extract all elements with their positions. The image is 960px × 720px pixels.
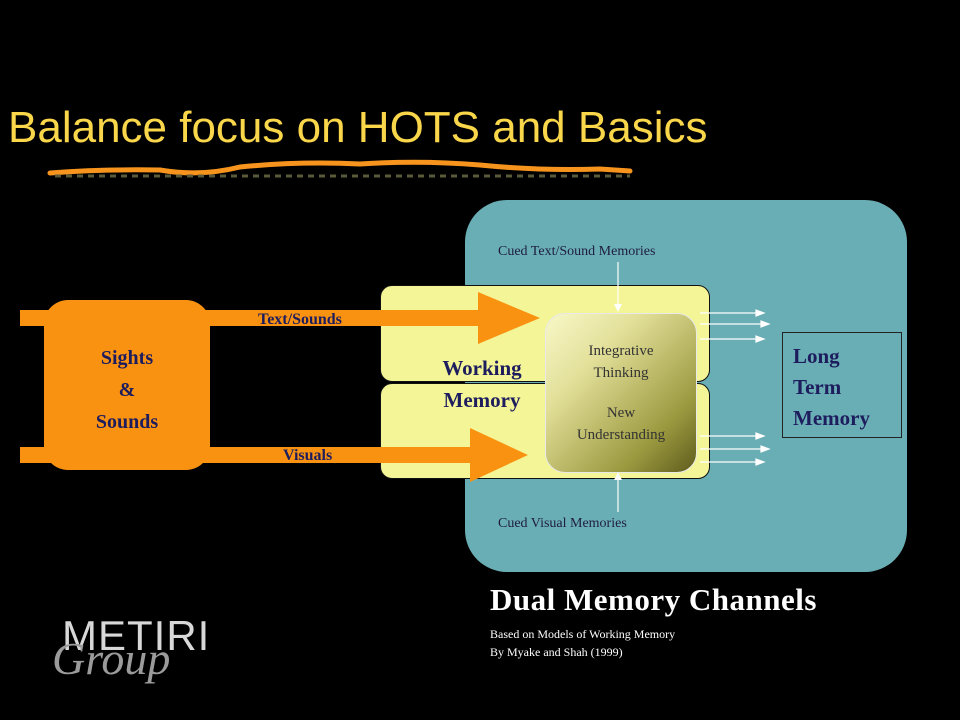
cued-visual-memories-label: Cued Visual Memories [498,516,627,531]
metiri-logo-text: METIRI [62,612,211,659]
sounds-label: Sounds [95,411,159,433]
sights-label: Sights [100,347,154,369]
integrative-thinking-box: Integrative Thinking New Understanding [545,313,697,473]
memory-label: Memory [443,388,521,412]
term-label: Term [793,375,842,399]
text-sounds-arrow [20,292,540,344]
text-sounds-label: Text/Sounds [258,311,342,328]
lower-output-arrows [700,432,771,466]
upper-output-arrows [700,309,771,343]
caption-title: Dual Memory Channels [490,582,817,617]
visuals-arrow [20,428,528,482]
visuals-label: Visuals [283,447,333,464]
slide-title: Balance focus on HOTS and Basics [8,103,708,152]
new-label: New [606,405,636,421]
working-memory-label: Working Memory [412,352,552,416]
working-label: Working [442,356,522,380]
integrative-label: Integrative [588,343,654,359]
long-term-memory-box: Long Term Memory [782,332,902,438]
understanding-label: Understanding [576,427,666,443]
group-logo-script: Group [52,633,171,684]
sights-sounds-block: Sights & Sounds [44,300,210,470]
caption-line-2: By Myake and Shah (1999) [490,645,623,659]
ampersand-label: & [118,379,136,401]
caption-line-1: Based on Models of Working Memory [490,627,676,641]
title-underline-decoration [47,159,633,178]
memory-ltm-label: Memory [793,406,870,430]
thinking-label: Thinking [593,365,649,381]
long-label: Long [793,344,840,368]
cued-text-memories-label: Cued Text/Sound Memories [498,244,656,259]
